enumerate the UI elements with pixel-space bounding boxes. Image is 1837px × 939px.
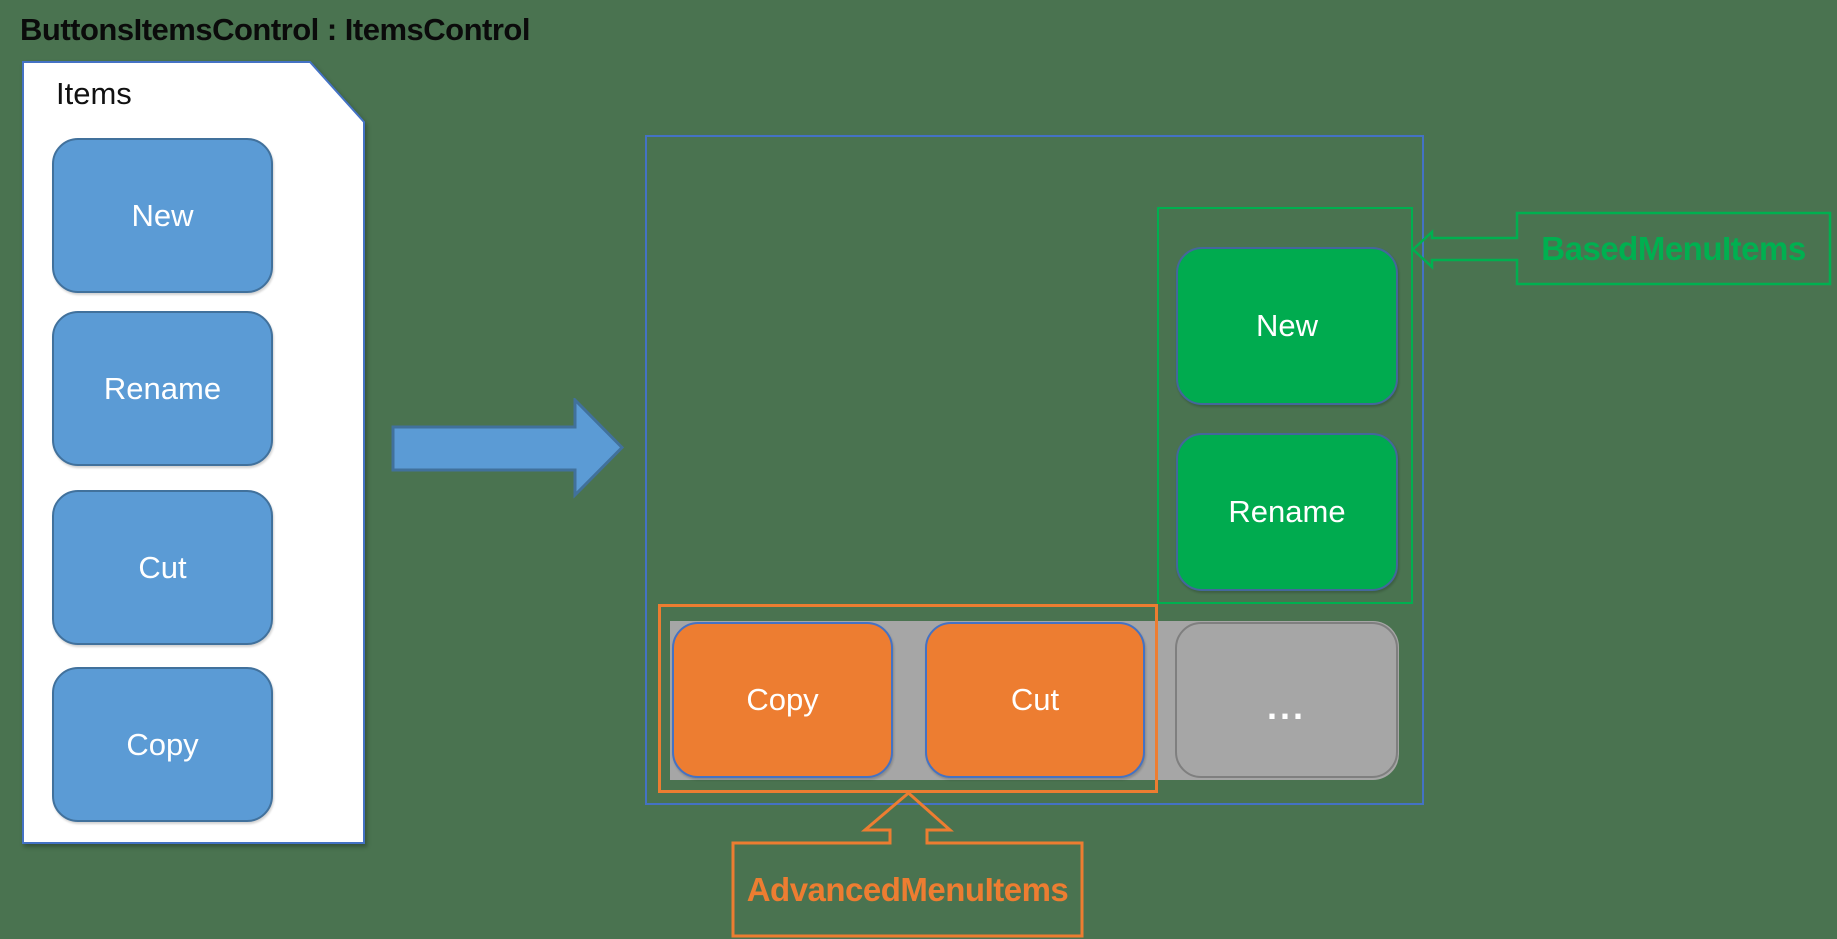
items-button-new[interactable]: New <box>52 138 273 293</box>
based-menu-button-new[interactable]: New <box>1176 247 1398 405</box>
items-panel: Items New Rename Cut Copy <box>22 61 366 845</box>
items-button-cut[interactable]: Cut <box>52 490 273 645</box>
items-button-copy[interactable]: Copy <box>52 667 273 822</box>
items-button-rename[interactable]: Rename <box>52 311 273 466</box>
rendered-control-frame <box>645 135 1424 805</box>
menu-button-copy[interactable]: Copy <box>672 622 893 778</box>
advanced-menu-callout-arrow-icon <box>731 791 1084 938</box>
advanced-menu-callout-label: AdvancedMenuItems <box>746 870 1069 908</box>
based-menu-callout-label: BasedMenuItems <box>1541 229 1806 267</box>
page-title: ButtonsItemsControl : ItemsControl <box>20 12 531 47</box>
items-panel-title: Items <box>56 76 132 111</box>
menu-button-cut[interactable]: Cut <box>925 622 1145 778</box>
advanced-menu-items-group <box>658 604 1158 793</box>
menu-button-overflow[interactable]: ... <box>1175 622 1398 778</box>
based-menu-items-group <box>1157 207 1413 604</box>
based-menu-callout-arrow-icon <box>1411 211 1832 286</box>
transform-arrow-icon <box>391 398 625 499</box>
based-menu-button-rename[interactable]: Rename <box>1176 433 1398 591</box>
